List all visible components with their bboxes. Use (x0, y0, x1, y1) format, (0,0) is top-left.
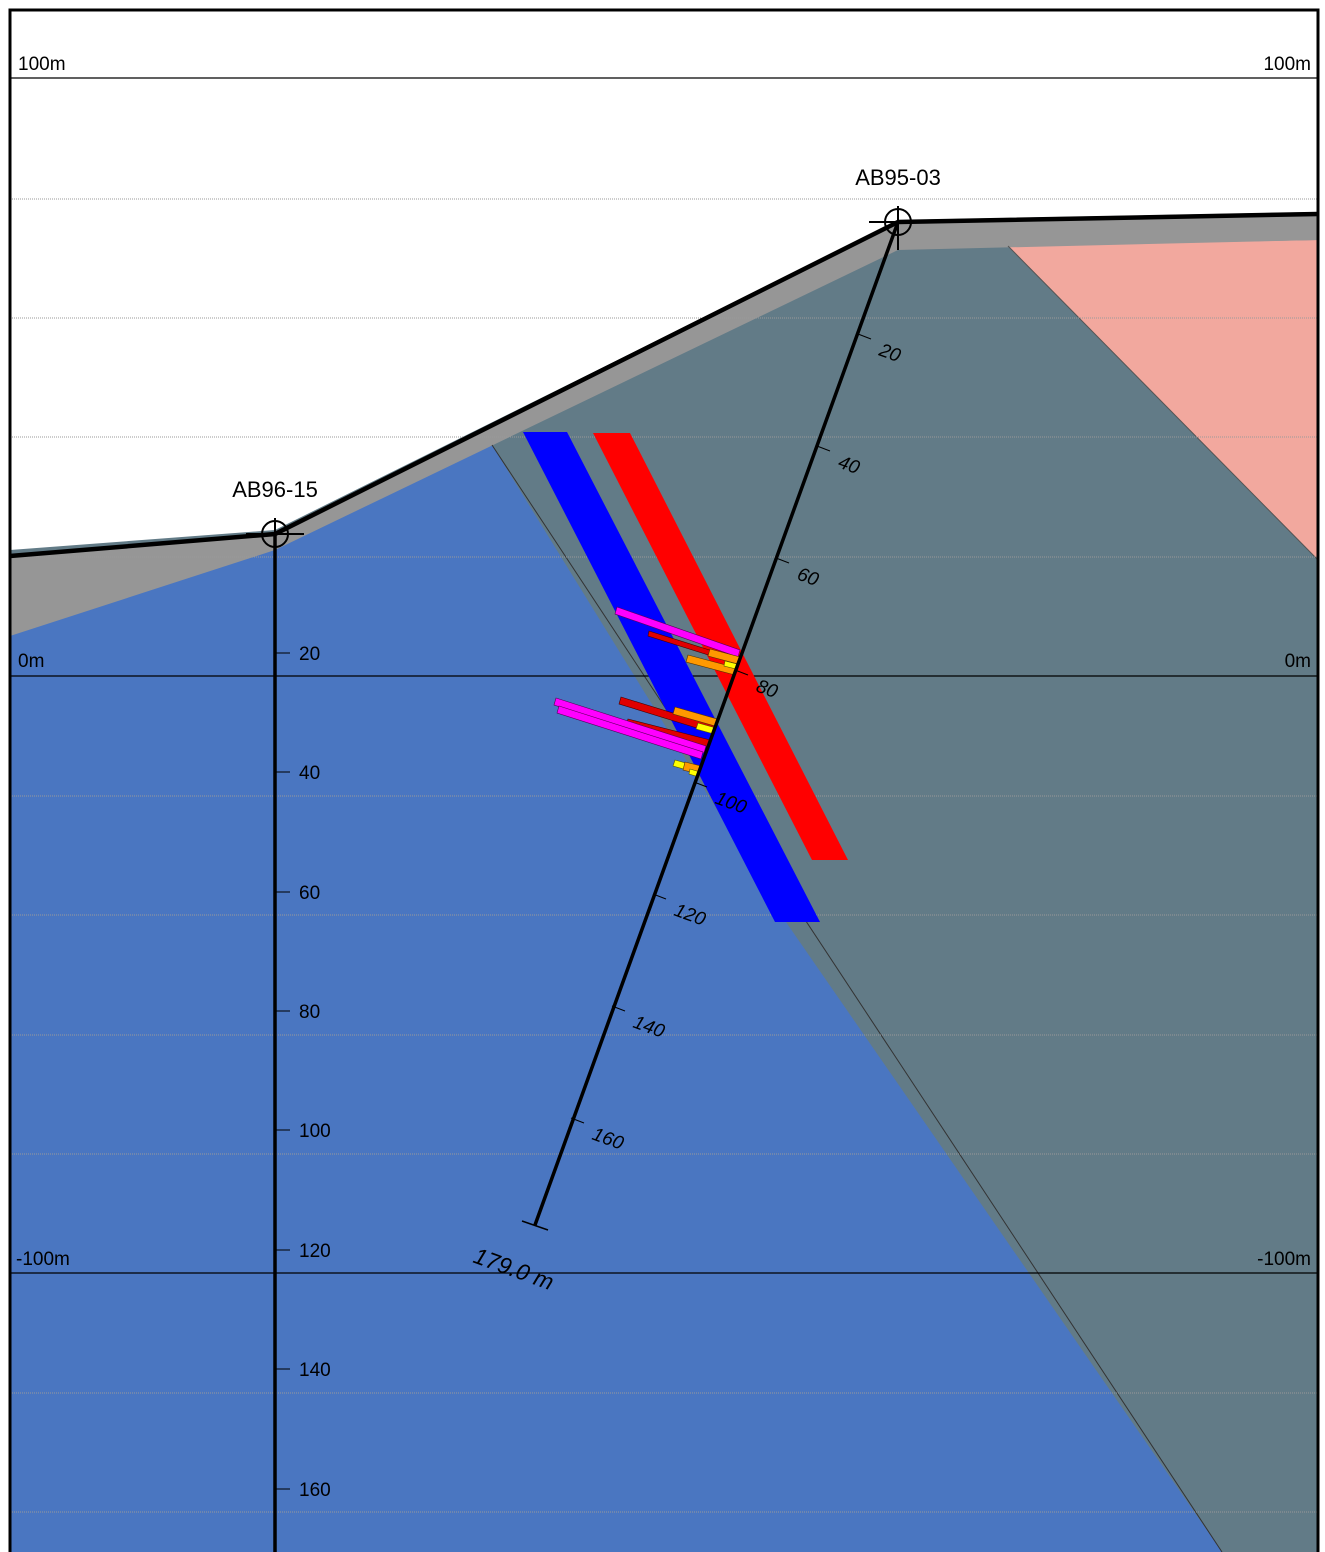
assay-bar (556, 705, 704, 760)
contact-line-pink (1007, 245, 1319, 561)
hole-name: AB96-15 (232, 477, 318, 502)
collar-icon (246, 518, 304, 552)
unit-pink (1008, 240, 1318, 560)
plot-frame (8, 8, 1320, 1552)
depth-label: 20 (299, 644, 320, 665)
depth-ticks-right (570, 333, 872, 1124)
elevation-label: 100m (1263, 54, 1311, 75)
depth-label: 80 (299, 1002, 320, 1023)
zone-blue (523, 432, 820, 922)
drillhole-ab96-15: 20 40 60 80 100 120 140 160 AB96-15 (232, 477, 331, 1552)
depth-ticks-left (275, 652, 290, 1490)
end-of-hole-tick (521, 1220, 549, 1231)
collar-icon (869, 206, 927, 250)
contact-line (491, 444, 1223, 1552)
elevation-label: -100m (1257, 1249, 1311, 1270)
depth-label: 160 (299, 1480, 331, 1501)
depth-label: 100 (299, 1121, 331, 1142)
hole-name: AB95-03 (855, 165, 941, 190)
depth-label: 60 (299, 883, 320, 904)
depth-label: 120 (299, 1241, 331, 1262)
elevation-label: -100m (16, 1249, 70, 1270)
elevation-label: 100m (18, 54, 66, 75)
depth-label: 140 (299, 1360, 331, 1381)
elevation-label: 0m (18, 651, 44, 672)
elevation-label: 0m (1285, 651, 1311, 672)
depth-label: 40 (299, 763, 320, 784)
topography-line (9, 211, 1319, 559)
drillhole-trace (533, 221, 900, 1226)
